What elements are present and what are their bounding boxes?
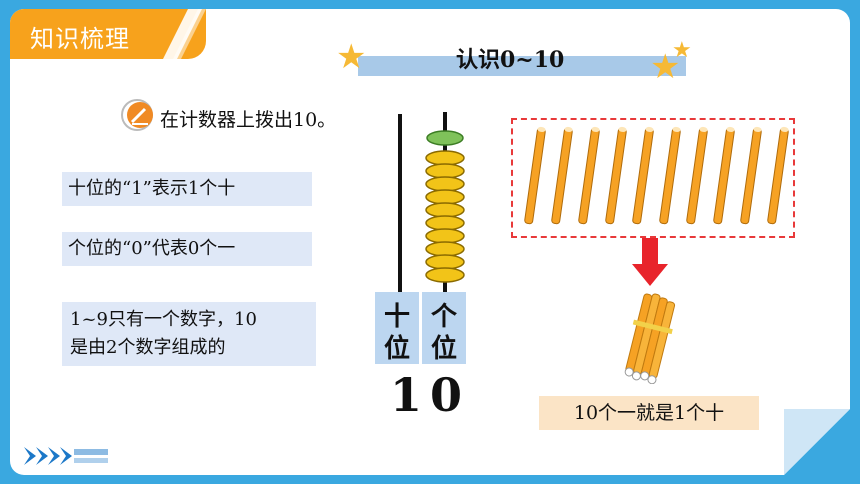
tens-label-2: 位 xyxy=(383,334,410,364)
note-line: 个位的“0”代表0个一 xyxy=(68,238,236,259)
stick xyxy=(659,126,681,225)
stick xyxy=(740,126,762,225)
stick-bundle-icon xyxy=(624,293,676,384)
note-line: 十位的“1”表示1个十 xyxy=(68,178,236,199)
note-digits: 1~9只有一个数字，10 是由2个数字组成的 xyxy=(62,302,316,366)
bead xyxy=(425,202,465,218)
bead xyxy=(425,241,465,257)
stick xyxy=(551,126,573,225)
ones-digit: 0 xyxy=(430,368,463,422)
stick xyxy=(686,126,708,225)
ones-label-2: 位 xyxy=(430,334,457,364)
tens-rod xyxy=(398,114,402,294)
stick xyxy=(713,126,735,225)
sticks-box xyxy=(511,118,795,238)
tens-label-1: 十 xyxy=(383,302,410,332)
tens-digit: 1 xyxy=(390,368,423,422)
stick xyxy=(524,126,546,225)
star-icon: ★ xyxy=(672,38,692,63)
page-title: 认识0~10 xyxy=(456,47,565,73)
tab-decoration xyxy=(162,9,206,61)
pencil-icon xyxy=(121,99,153,131)
stick xyxy=(578,126,600,225)
stick xyxy=(767,126,789,225)
ones-label-1: 个 xyxy=(430,302,457,332)
tens-place: 十 位 xyxy=(375,292,419,364)
stick xyxy=(632,126,654,225)
instruction-text: 在计数器上拨出10。 xyxy=(160,109,337,131)
bead xyxy=(425,215,465,231)
bead xyxy=(425,228,465,244)
star-icon: ★ xyxy=(650,47,681,87)
bead xyxy=(425,189,465,205)
bead xyxy=(425,267,465,283)
bead xyxy=(425,254,465,270)
note-tens: 十位的“1”表示1个十 xyxy=(62,172,312,206)
note-ones: 个位的“0”代表0个一 xyxy=(62,232,312,266)
stick xyxy=(605,126,627,225)
section-tab-label: 知识梳理 xyxy=(30,25,130,53)
result-box: 10个一就是1个十 xyxy=(539,396,759,430)
star-icon: ★ xyxy=(336,37,367,77)
note-line: 是由2个数字组成的 xyxy=(70,337,226,358)
ones-place: 个 位 xyxy=(422,292,466,364)
title-bar xyxy=(358,56,686,76)
arrow-down-icon xyxy=(632,238,668,286)
note-line: 1~9只有一个数字，10 xyxy=(70,309,257,330)
logo-icon xyxy=(24,447,108,465)
bead xyxy=(425,150,465,166)
page-fold-corner xyxy=(784,409,850,475)
bead-stack xyxy=(425,130,465,283)
sticks-group xyxy=(524,126,789,225)
bead xyxy=(425,176,465,192)
bead xyxy=(425,163,465,179)
